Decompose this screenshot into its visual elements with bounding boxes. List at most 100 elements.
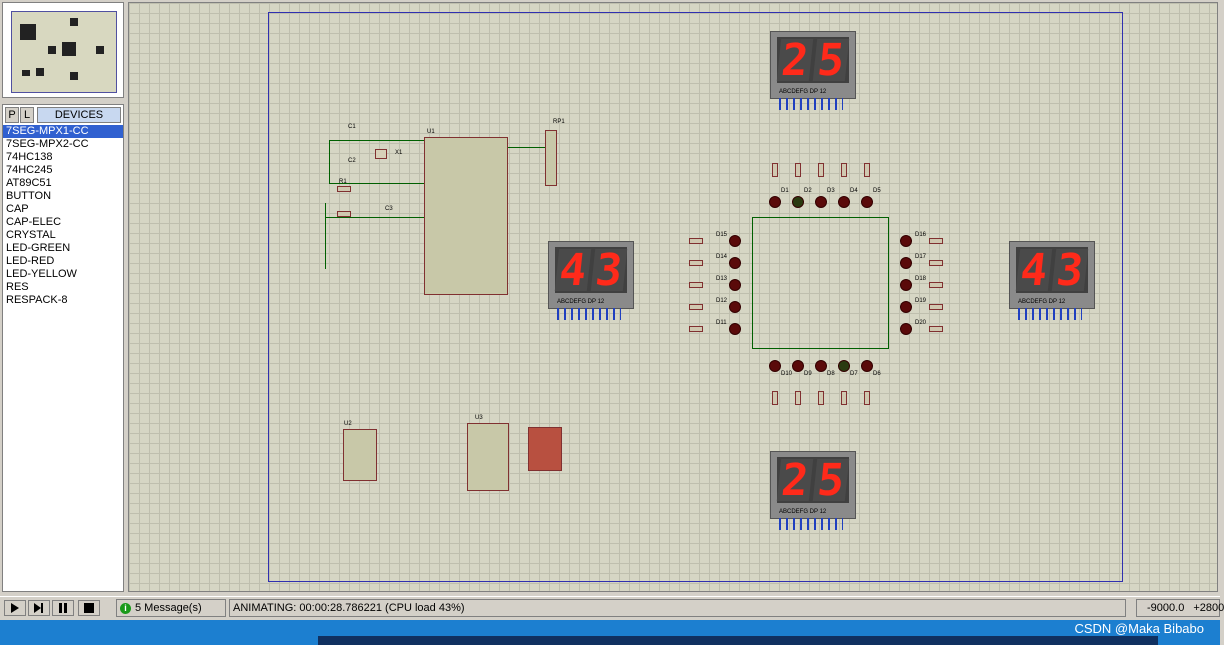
led-d20[interactable]: [900, 323, 912, 335]
resistor[interactable]: [929, 260, 943, 266]
digit: 5: [812, 35, 850, 86]
device-item[interactable]: 7SEG-MPX1-CC: [3, 125, 123, 138]
overview-thumbnail[interactable]: [11, 11, 117, 93]
led-label: D15: [716, 232, 728, 238]
play-button[interactable]: [4, 600, 26, 616]
resistor[interactable]: [841, 163, 847, 177]
overview-window[interactable]: [2, 2, 124, 98]
resistor[interactable]: [864, 163, 870, 177]
crystal-x1[interactable]: [375, 149, 387, 159]
resistor-r1[interactable]: [337, 186, 351, 192]
device-item[interactable]: LED-GREEN: [6, 242, 71, 254]
led-label: D3: [827, 188, 835, 194]
led-d3[interactable]: [815, 196, 827, 208]
led-d17[interactable]: [900, 257, 912, 269]
led-d19[interactable]: [900, 301, 912, 313]
u3-buffer[interactable]: [467, 423, 509, 491]
devices-header: DEVICES: [37, 107, 121, 123]
digit: 4: [1015, 245, 1053, 296]
wire: [329, 183, 424, 184]
device-item[interactable]: 74HC138: [6, 151, 53, 163]
rp1-resistor-pack[interactable]: [545, 130, 557, 186]
led-d10[interactable]: [769, 360, 781, 372]
pause-button[interactable]: [52, 600, 74, 616]
resistor[interactable]: [864, 391, 870, 405]
led-d8[interactable]: [815, 360, 827, 372]
messages-count: 5 Message(s): [135, 602, 202, 614]
led-d13[interactable]: [729, 279, 741, 291]
led-d4[interactable]: [838, 196, 850, 208]
led-label: D2: [804, 188, 812, 194]
schematic-canvas[interactable]: U1 C1 C2 X1 C3 R1 RP1 U2 U3 2 5 ABCDEFG …: [128, 2, 1218, 592]
resistor[interactable]: [689, 260, 703, 266]
stop-button[interactable]: [78, 600, 100, 616]
display-bottom[interactable]: 2 5 ABCDEFG DP 12: [770, 451, 856, 530]
device-item[interactable]: CAP: [6, 203, 29, 215]
led-d6[interactable]: [861, 360, 873, 372]
led-d2[interactable]: [792, 196, 804, 208]
library-manager-button[interactable]: L: [20, 107, 34, 123]
device-item[interactable]: CAP-ELEC: [6, 216, 62, 228]
resistor[interactable]: [841, 391, 847, 405]
led-label: D11: [716, 320, 727, 326]
u3-output-resistors[interactable]: [528, 427, 562, 471]
led-d9[interactable]: [792, 360, 804, 372]
r1-label: R1: [339, 179, 347, 185]
step-button[interactable]: [28, 600, 50, 616]
device-item[interactable]: CRYSTAL: [6, 229, 56, 241]
u3-label: U3: [475, 415, 483, 421]
resistor[interactable]: [818, 163, 824, 177]
u1-microcontroller[interactable]: [424, 137, 508, 295]
led-d18[interactable]: [900, 279, 912, 291]
device-item[interactable]: BUTTON: [6, 190, 52, 202]
led-d14[interactable]: [729, 257, 741, 269]
button-reset[interactable]: [337, 211, 351, 217]
led-d7[interactable]: [838, 360, 850, 372]
digit: 3: [1051, 245, 1089, 296]
display-pin-labels: ABCDEFG DP 12: [779, 89, 827, 95]
resistor[interactable]: [929, 238, 943, 244]
resistor[interactable]: [689, 238, 703, 244]
device-item[interactable]: RES: [6, 281, 29, 293]
display-pin-labels: ABCDEFG DP 12: [779, 509, 827, 515]
device-item[interactable]: AT89C51: [6, 177, 52, 189]
display-left[interactable]: 4 3 ABCDEFG DP 12: [548, 241, 634, 320]
led-d1[interactable]: [769, 196, 781, 208]
led-label: D1: [781, 188, 789, 194]
device-item[interactable]: 74HC245: [6, 164, 53, 176]
resistor[interactable]: [689, 326, 703, 332]
devices-list[interactable]: 7SEG-MPX1-CC 7SEG-MPX2-CC 74HC138 74HC24…: [3, 125, 123, 307]
messages-indicator[interactable]: i 5 Message(s): [116, 599, 226, 617]
device-item[interactable]: RESPACK-8: [6, 294, 68, 306]
sheet-border: [268, 12, 1123, 582]
digit: 2: [776, 455, 814, 506]
led-label: D10: [781, 371, 793, 377]
resistor[interactable]: [795, 163, 801, 177]
led-d16[interactable]: [900, 235, 912, 247]
device-item[interactable]: LED-RED: [6, 255, 55, 267]
led-d5[interactable]: [861, 196, 873, 208]
resistor[interactable]: [929, 282, 943, 288]
led-label: D19: [915, 298, 927, 304]
led-label: D4: [850, 188, 858, 194]
u2-decoder[interactable]: [343, 429, 377, 481]
resistor[interactable]: [689, 282, 703, 288]
display-top[interactable]: 2 5 ABCDEFG DP 12: [770, 31, 856, 110]
resistor[interactable]: [795, 391, 801, 405]
resistor[interactable]: [772, 391, 778, 405]
pick-devices-button[interactable]: P: [5, 107, 19, 123]
resistor[interactable]: [929, 304, 943, 310]
resistor[interactable]: [772, 163, 778, 177]
resistor[interactable]: [818, 391, 824, 405]
led-d11[interactable]: [729, 323, 741, 335]
display-pin-labels: ABCDEFG DP 12: [1018, 299, 1066, 305]
device-item[interactable]: LED-YELLOW: [6, 268, 77, 280]
display-right[interactable]: 4 3 ABCDEFG DP 12: [1009, 241, 1095, 320]
resistor[interactable]: [689, 304, 703, 310]
led-d15[interactable]: [729, 235, 741, 247]
device-item[interactable]: 7SEG-MPX2-CC: [6, 138, 89, 150]
intersection-wiring: [752, 217, 889, 349]
resistor[interactable]: [929, 326, 943, 332]
led-d12[interactable]: [729, 301, 741, 313]
display-pins: [779, 98, 843, 110]
